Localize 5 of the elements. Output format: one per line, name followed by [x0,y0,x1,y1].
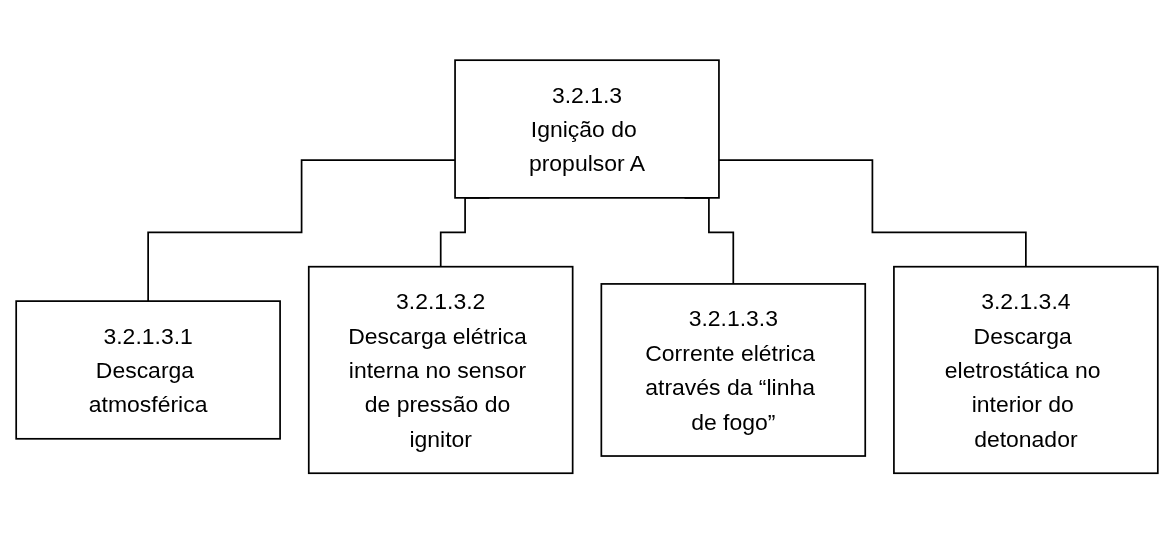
node-box: 3.2.1.3.1 Descarga atmosférica [14,300,281,440]
node-box: 3.2.1.3 Ignição do propulsor A [453,59,720,199]
node-box: 3.2.1.3.2 Descarga elétrica interna no sensor de pressão do ignitor [307,265,573,474]
node-box: 3.2.1.3.3 Corrente elétrica através da “linha de fogo” [600,282,866,457]
node-box: 3.2.1.3.4 Descarga eletrostática no interior do detonador [892,265,1159,474]
